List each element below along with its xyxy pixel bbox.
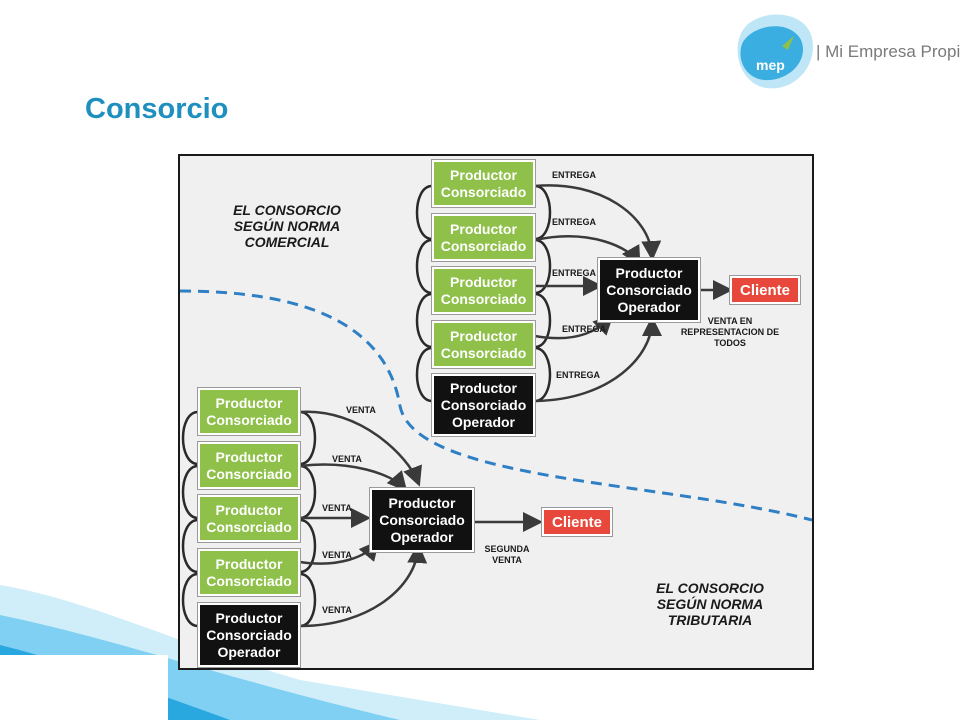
edge-label: VENTA <box>322 605 352 615</box>
sale-arrow <box>299 543 428 628</box>
link-loop <box>415 346 433 403</box>
consortium-member-node: Productor Consorciado <box>432 160 535 207</box>
edge-label: VENTA <box>322 503 352 513</box>
edge-label: ENTREGA <box>552 217 597 227</box>
link-loop <box>415 184 433 241</box>
consortium-member-node: Productor Consorciado <box>432 321 535 368</box>
sale-note: SEGUNDA VENTA <box>484 544 530 565</box>
edge-label: VENTA <box>322 550 352 560</box>
brand-logo[interactable]: mep <box>728 8 960 96</box>
link-loop <box>299 572 317 628</box>
link-loop <box>299 518 317 574</box>
consortium-member-node: Productor Consorciado <box>198 388 300 435</box>
consorcio-diagram: EL CONSORCIO SEGÚN NORMA COMERCIAL Produ… <box>178 154 814 670</box>
edge-label: VENTA <box>332 454 362 464</box>
link-loop <box>534 292 552 349</box>
sale-note: VENTA EN REPRESENTACION DE TODOS <box>680 316 780 348</box>
svg-text:mep: mep <box>756 57 785 73</box>
operator-node: Productor Consorciado Operador <box>598 258 700 322</box>
edge-label: ENTREGA <box>552 268 597 278</box>
edge-label: VENTA <box>346 405 376 415</box>
link-loop <box>534 346 552 403</box>
link-loop <box>534 238 552 295</box>
commercial-heading: EL CONSORCIO SEGÚN NORMA COMERCIAL <box>233 202 341 250</box>
edge-label: ENTREGA <box>556 370 601 380</box>
consortium-member-node: Productor Consorciado <box>198 442 300 489</box>
page-title: Consorcio <box>85 93 229 125</box>
edge-label: ENTREGA <box>562 324 607 334</box>
link-loop <box>299 464 317 520</box>
tax-heading: EL CONSORCIO SEGÚN NORMA TRIBUTARIA <box>656 580 764 628</box>
divider-dashed-curve <box>180 289 812 522</box>
delivery-arrow <box>534 316 662 403</box>
operator-node: Productor Consorciado Operador <box>370 488 474 552</box>
link-loop <box>415 292 433 349</box>
sale-arrow <box>299 463 408 492</box>
delivery-arrow <box>534 235 641 267</box>
delivery-arrow <box>534 184 662 261</box>
sale-arrow <box>299 410 422 487</box>
link-loop <box>181 464 199 520</box>
edge-label: ENTREGA <box>552 170 597 180</box>
link-loop <box>181 410 199 466</box>
consortium-member-node: Productor Consorciado <box>198 549 300 596</box>
brand-name: | Mi Empresa Propia <box>816 42 960 61</box>
link-loop <box>181 518 199 574</box>
member-operator-node: Productor Consorciado Operador <box>198 603 300 667</box>
link-loop <box>534 184 552 241</box>
diagram-connectors <box>180 184 812 628</box>
consortium-member-node: Productor Consorciado <box>432 267 535 314</box>
link-loop <box>299 410 317 466</box>
mep-logo-icon: mep <box>737 14 813 89</box>
consortium-member-node: Productor Consorciado <box>432 214 535 261</box>
consortium-member-node: Productor Consorciado <box>198 495 300 542</box>
client-node: Cliente <box>730 276 800 304</box>
link-loop <box>415 238 433 295</box>
link-loop <box>181 572 199 628</box>
client-node: Cliente <box>542 508 612 536</box>
member-operator-node: Productor Consorciado Operador <box>432 374 535 436</box>
